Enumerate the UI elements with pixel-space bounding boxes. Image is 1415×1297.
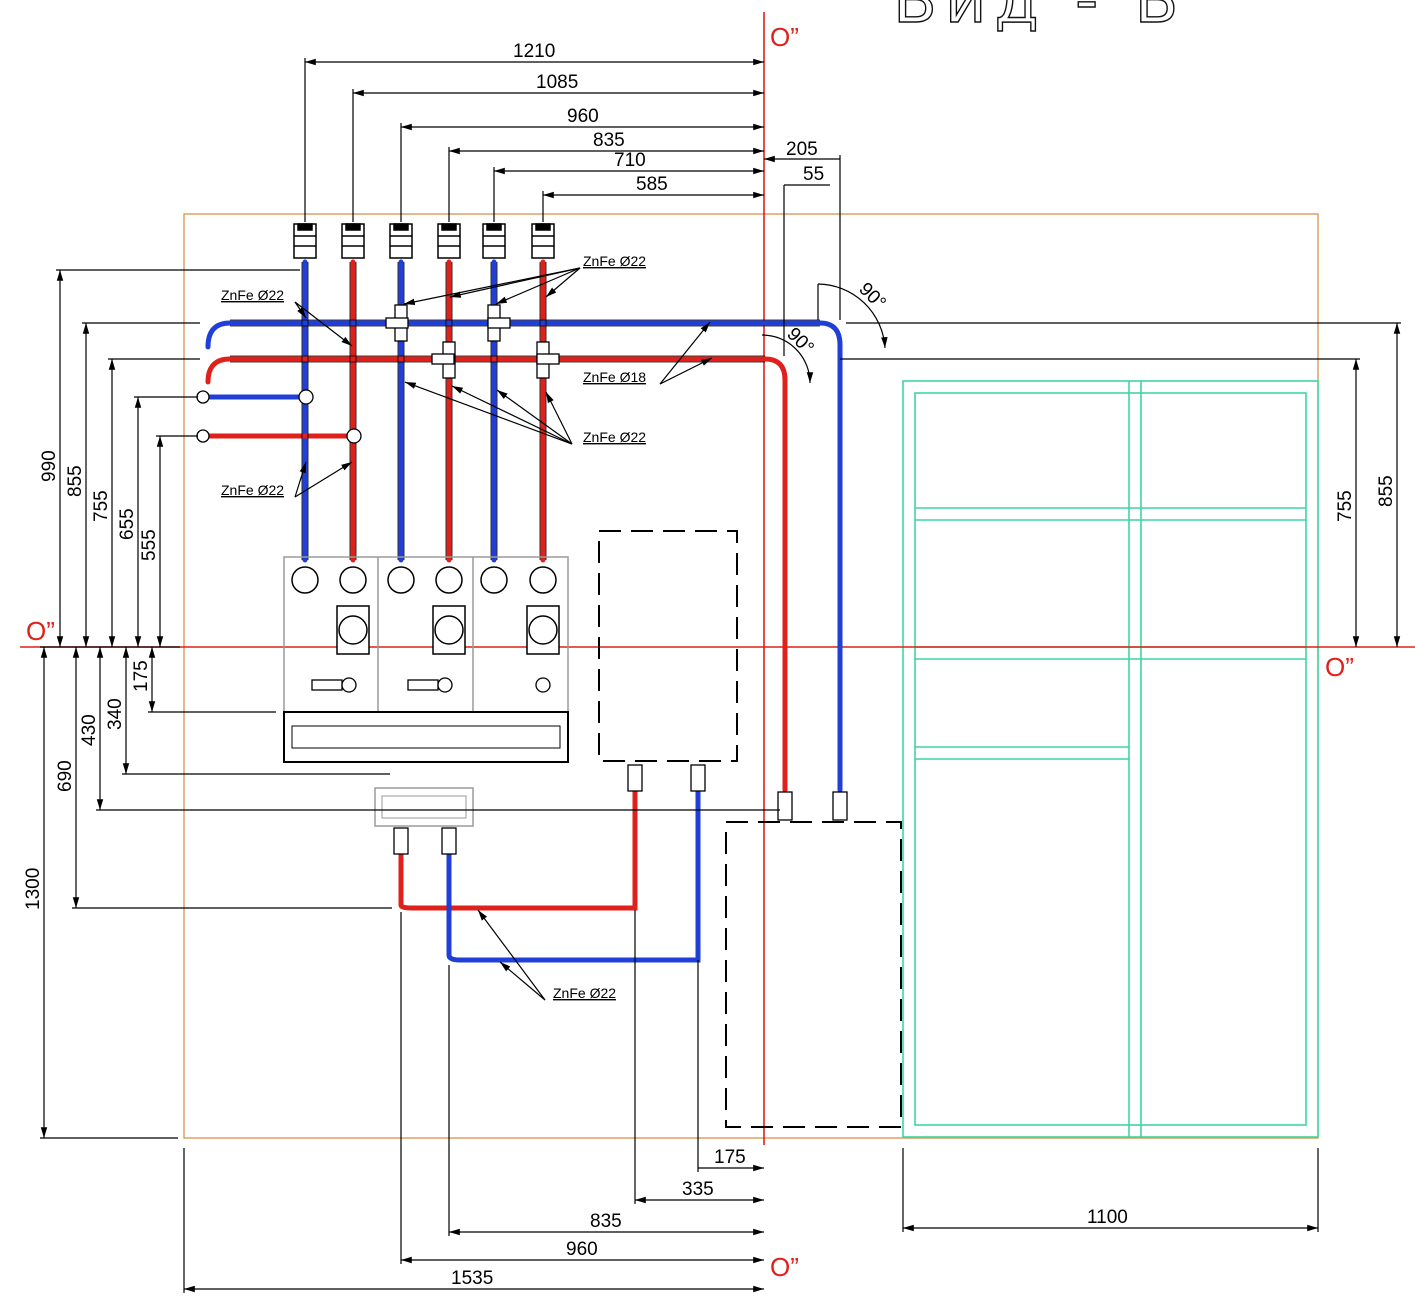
hydraulic-separator: [374, 787, 474, 827]
dim-top-960: 960: [567, 106, 599, 127]
manifold-inner: [291, 725, 561, 749]
angle-label-1: 90°: [854, 279, 889, 314]
axis-label-right: O”: [1325, 652, 1354, 682]
axis-label-bottom: O”: [770, 1252, 799, 1282]
dim-left-690: 690: [55, 760, 76, 792]
dim-top-1085: 1085: [536, 72, 578, 93]
dim-top-1210: 1210: [513, 41, 555, 62]
dim-left-1300: 1300: [23, 868, 44, 910]
pipes: [205, 259, 843, 963]
mixing-valves: [311, 677, 551, 693]
dim-left-430: 430: [79, 714, 100, 746]
dim-left-755: 755: [91, 490, 112, 522]
dimension-lines: [40, 58, 1401, 1293]
separator-inner: [381, 795, 467, 819]
axis-lines: [20, 12, 1415, 1145]
dashed-equipment-outlines: [598, 530, 902, 1128]
dim-top-710: 710: [614, 150, 646, 171]
leader-lines: [294, 267, 713, 1001]
dim-right-755: 755: [1335, 490, 1356, 522]
window-frame: [902, 380, 1319, 1138]
pipe-label-middle: ZnFe Ø22: [583, 429, 646, 445]
dim-bottom-960: 960: [566, 1239, 598, 1260]
dim-left-990: 990: [39, 450, 60, 482]
pipe-label-top-right: ZnFe Ø22: [583, 253, 646, 269]
pipe-label-d18: ZnFe Ø18: [583, 369, 646, 385]
dim-bottom-1100: 1100: [1087, 1207, 1128, 1228]
dim-top-835: 835: [593, 130, 625, 151]
dim-bottom-835: 835: [590, 1211, 622, 1232]
dim-top-205: 205: [786, 139, 818, 160]
pipe-outlines: [230, 262, 820, 560]
dim-right-855: 855: [1376, 475, 1397, 507]
axis-label-top: O”: [770, 22, 799, 52]
pipe-label-left-lower: ZnFe Ø22: [221, 482, 284, 498]
dim-left-555: 555: [139, 529, 160, 561]
dim-top-55: 55: [803, 164, 824, 185]
dim-bottom-335: 335: [682, 1179, 714, 1200]
circulation-pumps: [336, 605, 560, 655]
dim-left-655: 655: [117, 508, 138, 540]
pipe-labels: ZnFe Ø22 ZnFe Ø22 ZnFe Ø18 ZnFe Ø22 ZnFe…: [221, 253, 646, 1001]
hydraulic-manifold: [283, 711, 569, 763]
axis-label-left: O”: [26, 616, 55, 646]
dimension-texts: 1210 1085 960 835 710 585 205 55 90° 90°…: [23, 41, 1397, 1289]
tee-fittings: [196, 304, 560, 444]
dim-left-175: 175: [131, 660, 152, 692]
angle-label-2: 90°: [782, 324, 817, 359]
dim-bottom-1535: 1535: [451, 1268, 493, 1289]
dim-top-585: 585: [636, 174, 668, 195]
dim-bottom-175: 175: [714, 1147, 746, 1168]
valves-top: [293, 223, 555, 259]
pipe-label-bottom: ZnFe Ø22: [553, 985, 616, 1001]
pipe-label-top-left: ZnFe Ø22: [221, 287, 284, 303]
dim-left-855: 855: [65, 465, 86, 497]
valves-bottom: [393, 764, 848, 855]
dim-left-340: 340: [105, 698, 126, 730]
drawing-title: Вид - Б: [893, 0, 1186, 38]
gauges: [291, 566, 557, 594]
